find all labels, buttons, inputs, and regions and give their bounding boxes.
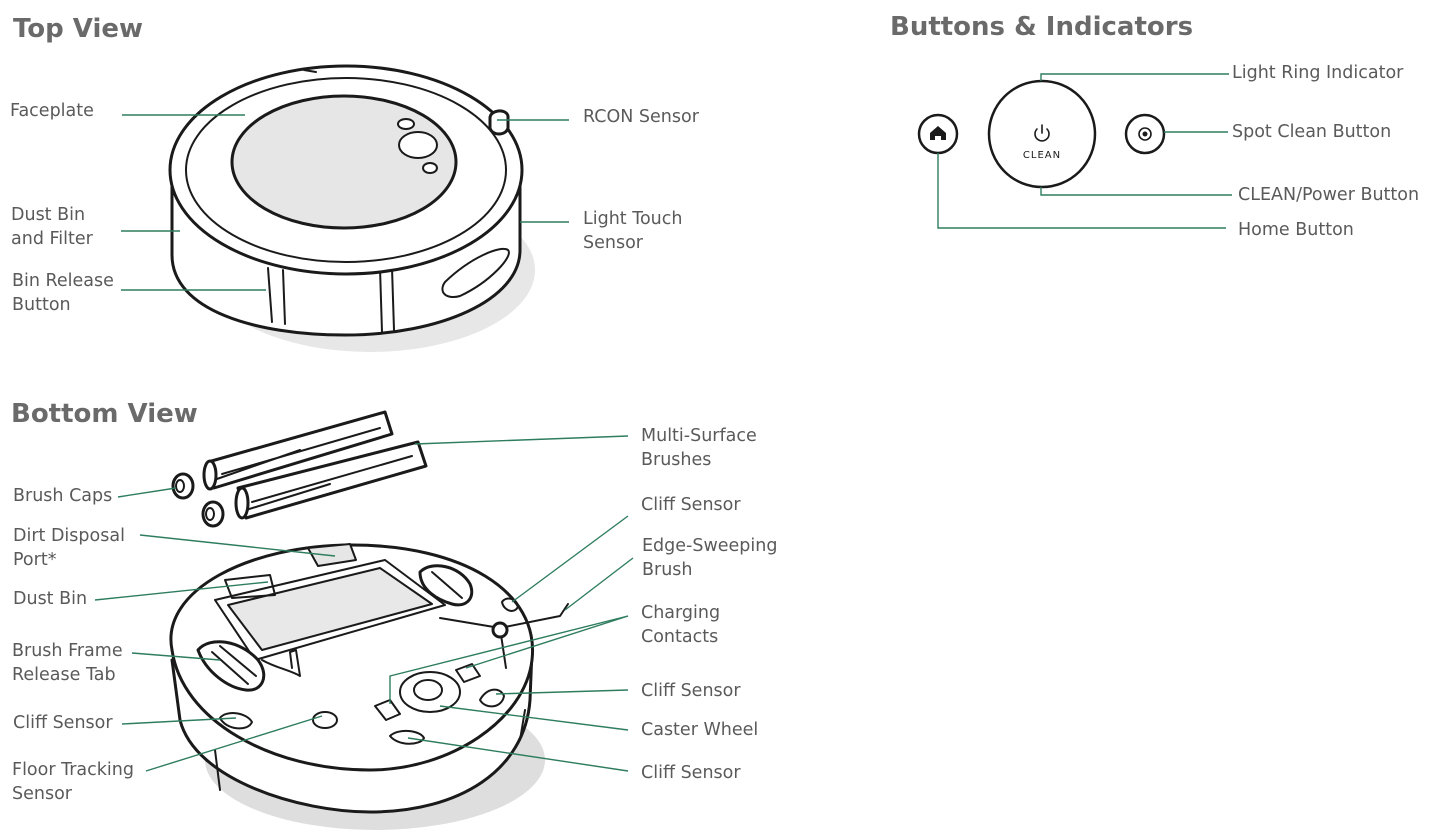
top-clean-button-shape [398,131,438,159]
power-icon [1034,128,1050,142]
label-charging-line1: Charging [641,603,721,623]
top-home-button-shape [397,118,415,130]
top-robot-center-plate [230,94,458,230]
label-spot-clean-button: Spot Clean Button [1232,122,1392,142]
label-faceplate: Faceplate [10,101,94,121]
clean-power-button-shape [987,79,1097,189]
label-caster-wheel: Caster Wheel [641,720,759,740]
label-floor-tracking-line1: Floor Tracking [12,760,134,780]
leader-brush-caps [117,487,177,498]
label-edge-sweeping-line1: Edge-Sweeping [642,536,778,556]
label-edge-sweeping-brush: Edge-Sweeping Brush [642,534,777,582]
leader-light-ring [1040,73,1229,81]
label-edge-sweeping-line2: Brush [642,560,693,580]
top-robot-notch [303,69,317,73]
label-charging-line2: Contacts [641,627,719,647]
leader-floor-tracking [145,715,323,772]
label-dust-bin-filter-line2: and Filter [11,229,93,249]
leader-dirt-disposal [139,534,336,557]
top-spot-button-shape [422,162,438,174]
spot-clean-icon-dot [1142,131,1148,137]
label-brush-frame-release-tab: Brush Frame Release Tab [12,639,123,687]
cliff-sensor-left-shape [219,712,253,730]
buttons-indicators-heading: Buttons & Indicators [890,12,1194,42]
leader-lines [94,73,1232,772]
buttons-panel [917,79,1166,189]
caster-wheel-shape [413,679,443,701]
label-multi-surface-brushes: Multi-Surface Brushes [641,424,757,472]
leader-cliff-left [121,717,237,725]
label-dust-bin-filter-line1: Dust Bin [11,205,86,225]
bottom-robot-side-seams [214,709,526,791]
label-cliff-sensor-right: Cliff Sensor [641,681,741,701]
leader-brush-frame-release [131,652,221,661]
top-robot-light-touch-window [441,247,510,298]
cliff-sensor-bottom-right-shape [389,730,425,745]
label-bin-release-button: Bin Release Button [12,269,114,317]
charging-contact-left [374,699,401,721]
home-icon [930,126,946,140]
top-view-heading: Top View [13,14,144,44]
floor-tracking-sensor-shape [312,711,338,729]
label-charging-contacts: Charging Contacts [641,601,720,649]
left-wheel-tread [211,645,257,685]
brush-frame-release-tab-shape [261,649,301,677]
leader-cliff-bottom-right [407,737,629,772]
label-light-ring-indicator: Light Ring Indicator [1232,63,1404,83]
label-brush-caps: Brush Caps [13,486,113,506]
label-light-touch-line2: Sensor [583,233,643,253]
top-view-robot [168,64,535,352]
charging-contact-right [455,663,481,683]
leader-charging-contact-left [389,615,629,704]
label-multi-surface-line2: Brushes [641,450,712,470]
bottom-view-heading: Bottom View [11,399,198,429]
leader-cliff-right [495,689,629,695]
leader-caster-wheel [439,705,629,731]
leader-multi-surface [414,435,629,445]
caster-wheel-housing [399,671,461,713]
right-wheel-tread [431,571,463,599]
label-brush-frame-line2: Release Tab [12,665,116,685]
leader-edge-sweeping [564,557,634,611]
leader-dust-bin [94,581,269,601]
label-home-button: Home Button [1238,220,1354,240]
label-bin-release-line1: Bin Release [12,271,114,291]
leader-clean-power [1040,187,1232,196]
label-floor-tracking-line2: Sensor [12,784,72,804]
leader-home [937,153,1226,229]
label-floor-tracking-sensor: Floor Tracking Sensor [12,758,134,806]
top-rcon-sensor-shape [488,109,510,136]
label-clean-power-button: CLEAN/Power Button [1238,185,1420,205]
label-light-touch-line1: Light Touch [583,209,683,229]
cliff-sensor-top-right-shape [501,597,519,612]
label-bin-release-line2: Button [12,295,71,315]
label-cliff-sensor-left: Cliff Sensor [13,713,113,733]
label-dirt-disposal-line2: Port* [13,550,57,570]
label-dust-bin-filter: Dust Bin and Filter [11,203,93,251]
label-brush-frame-line1: Brush Frame [12,641,123,661]
label-dust-bin: Dust Bin [13,589,88,609]
brush-caps-shape [171,472,225,528]
label-light-touch-sensor: Light Touch Sensor [583,207,682,255]
label-multi-surface-line1: Multi-Surface [641,426,757,446]
label-cliff-sensor-bottom-right: Cliff Sensor [641,763,741,783]
brush-cavity [227,567,433,651]
dust-bin-slot [224,574,276,599]
cliff-sensor-right-shape [479,688,505,708]
spot-clean-icon [1138,127,1152,141]
label-dirt-disposal-port: Dirt Disposal Port* [13,524,125,572]
leader-cliff-top-right [511,515,629,603]
leader-charging-contact-right [465,615,629,669]
label-cliff-sensor-top-right: Cliff Sensor [641,495,741,515]
top-robot-bin-seams-inner [282,267,395,331]
clean-button-text: CLEAN [1022,150,1062,161]
top-robot-faceplate-edge [185,77,507,263]
top-robot-bin-seams [267,267,383,333]
multi-surface-brushes-shape [202,410,428,520]
label-rcon-sensor: RCON Sensor [583,107,699,127]
label-dirt-disposal-line1: Dirt Disposal [13,526,125,546]
bottom-view-robot [169,543,569,830]
